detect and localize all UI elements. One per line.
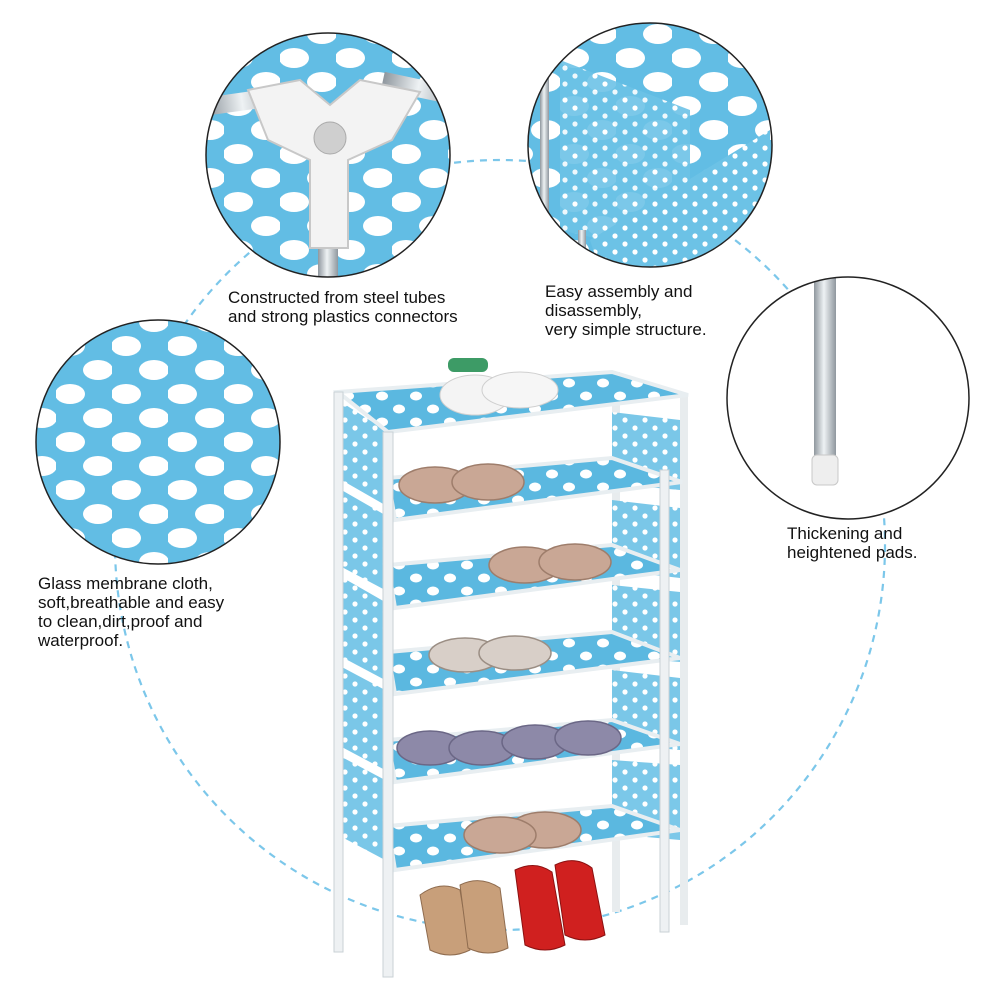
callout-line: disassembly, [545,301,642,320]
callout-easy-assembly: Easy assembly and disassembly, very simp… [545,282,707,339]
foot-pad-closeup [726,276,970,520]
callout-fabric: Glass membrane cloth, soft,breathable an… [38,574,224,650]
callout-foot-pads: Thickening and heightened pads. [787,524,917,562]
high-heels [419,860,606,956]
callout-line: waterproof. [38,631,124,650]
callout-line: to clean,dirt,proof and [38,612,203,631]
callout-line: and strong plastics connectors [228,307,458,326]
callout-line: soft,breathable and easy [38,593,225,612]
callout-line: very simple structure. [545,320,707,339]
sneakers [439,358,559,416]
callout-line: Constructed from steel tubes [228,288,446,307]
callout-steel-tubes: Constructed from steel tubes and strong … [228,288,458,326]
plastic-connector-closeup [205,32,451,278]
callout-line: Glass membrane cloth, [38,574,213,593]
callout-line: Thickening and [787,524,903,543]
shoe-rack [332,358,689,978]
callout-line: heightened pads. [787,543,918,562]
callout-line: Easy assembly and [545,282,693,301]
shelf-corner-closeup [527,22,773,268]
polka-dot-fabric-closeup [35,319,281,565]
